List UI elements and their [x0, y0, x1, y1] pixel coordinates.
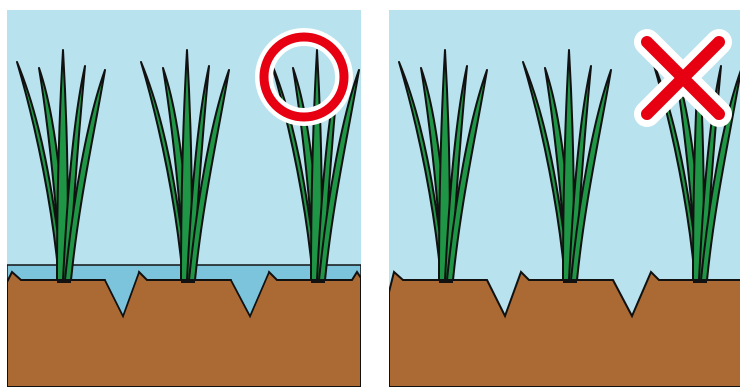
panel-flooded-field	[7, 10, 361, 387]
flooded-field-illustration	[7, 10, 361, 387]
dry-field-illustration	[389, 10, 740, 387]
soil-ground	[389, 272, 740, 387]
soil-ground	[7, 272, 361, 387]
panel-dry-field	[389, 10, 740, 387]
